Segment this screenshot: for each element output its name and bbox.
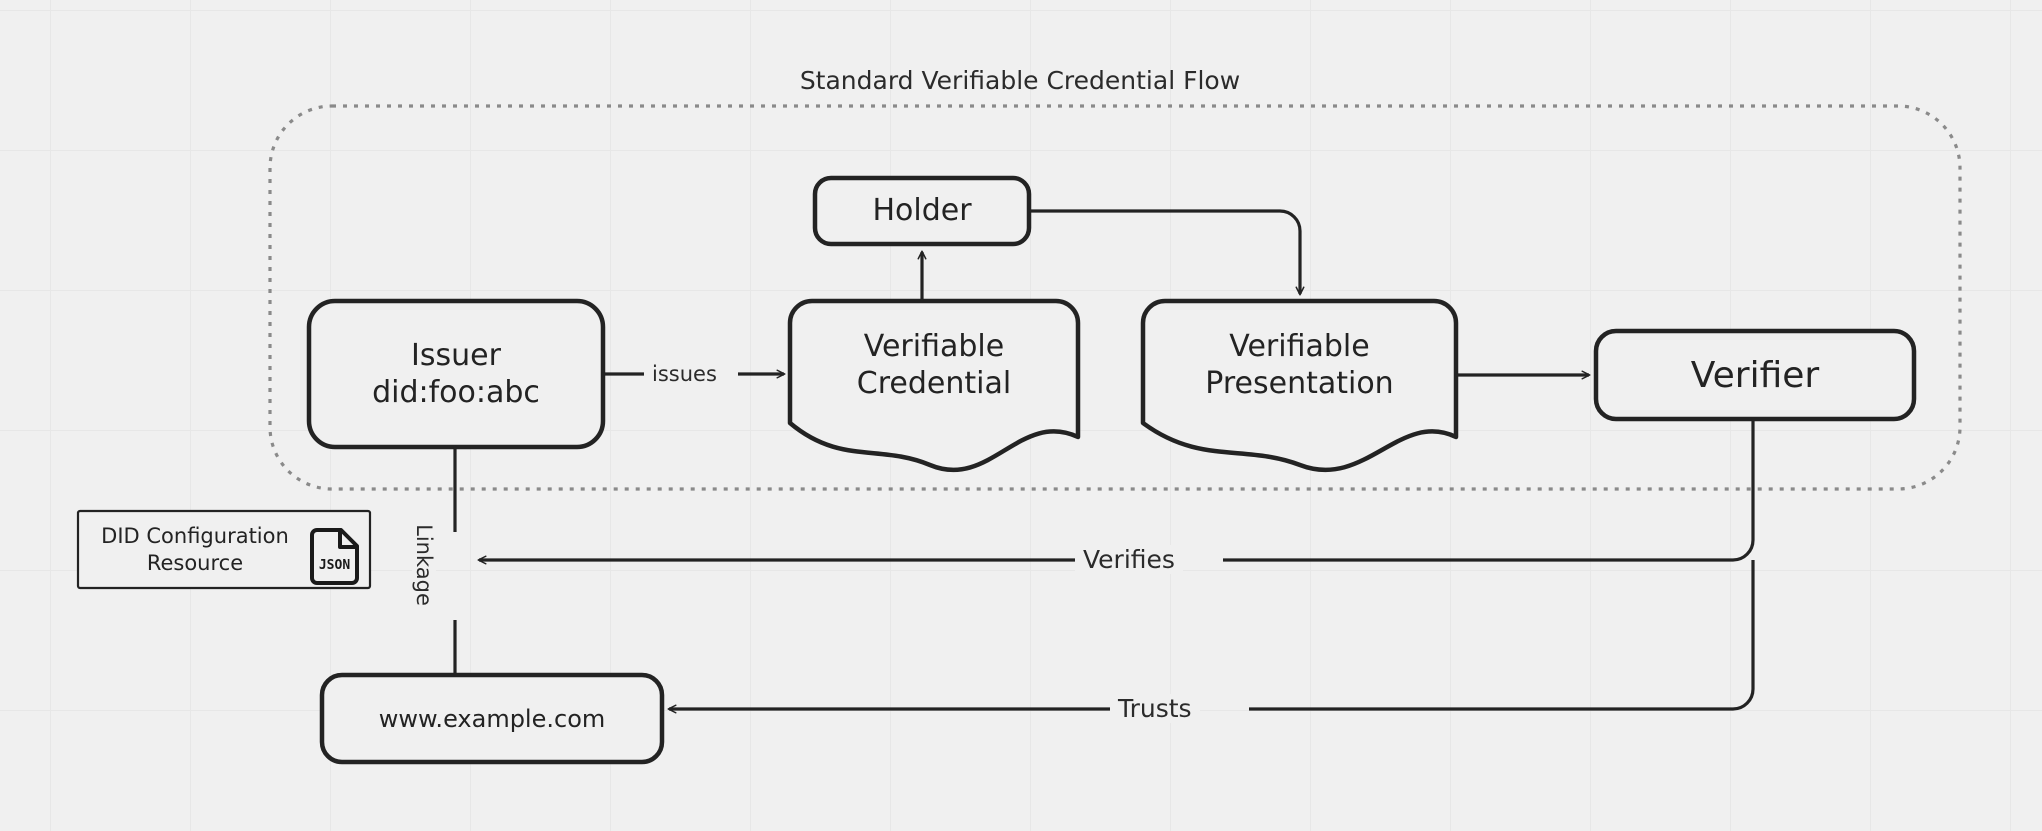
node-verifiable-presentation-shape[interactable] xyxy=(1140,298,1459,473)
edge-trusts-right xyxy=(1249,560,1755,711)
edge-linkage-label: Linkage xyxy=(412,516,436,614)
json-icon-label: JSON xyxy=(318,558,351,573)
node-website-shape[interactable] xyxy=(319,672,665,765)
edge-issues-label: issues xyxy=(644,362,725,386)
node-issuer-shape[interactable] xyxy=(306,298,606,450)
group-title-label: Standard Verifiable Credential Flow xyxy=(799,66,1241,95)
group-container-border xyxy=(268,104,1962,491)
node-holder-shape[interactable] xyxy=(812,175,1032,247)
edge-verifies-right xyxy=(1223,419,1755,562)
node-verifier-shape[interactable] xyxy=(1593,328,1917,422)
json-file-icon xyxy=(310,528,359,585)
node-verifiable-credential-shape[interactable] xyxy=(787,298,1081,473)
edge-trusts-label: Trusts xyxy=(1110,694,1200,723)
edge-verifies-label: Verifies xyxy=(1075,545,1183,574)
group-title: Standard Verifiable Credential Flow xyxy=(600,66,1440,95)
node-did-configuration-resource-shape[interactable] xyxy=(76,509,372,590)
edge-holder-to-vp xyxy=(1029,209,1305,296)
